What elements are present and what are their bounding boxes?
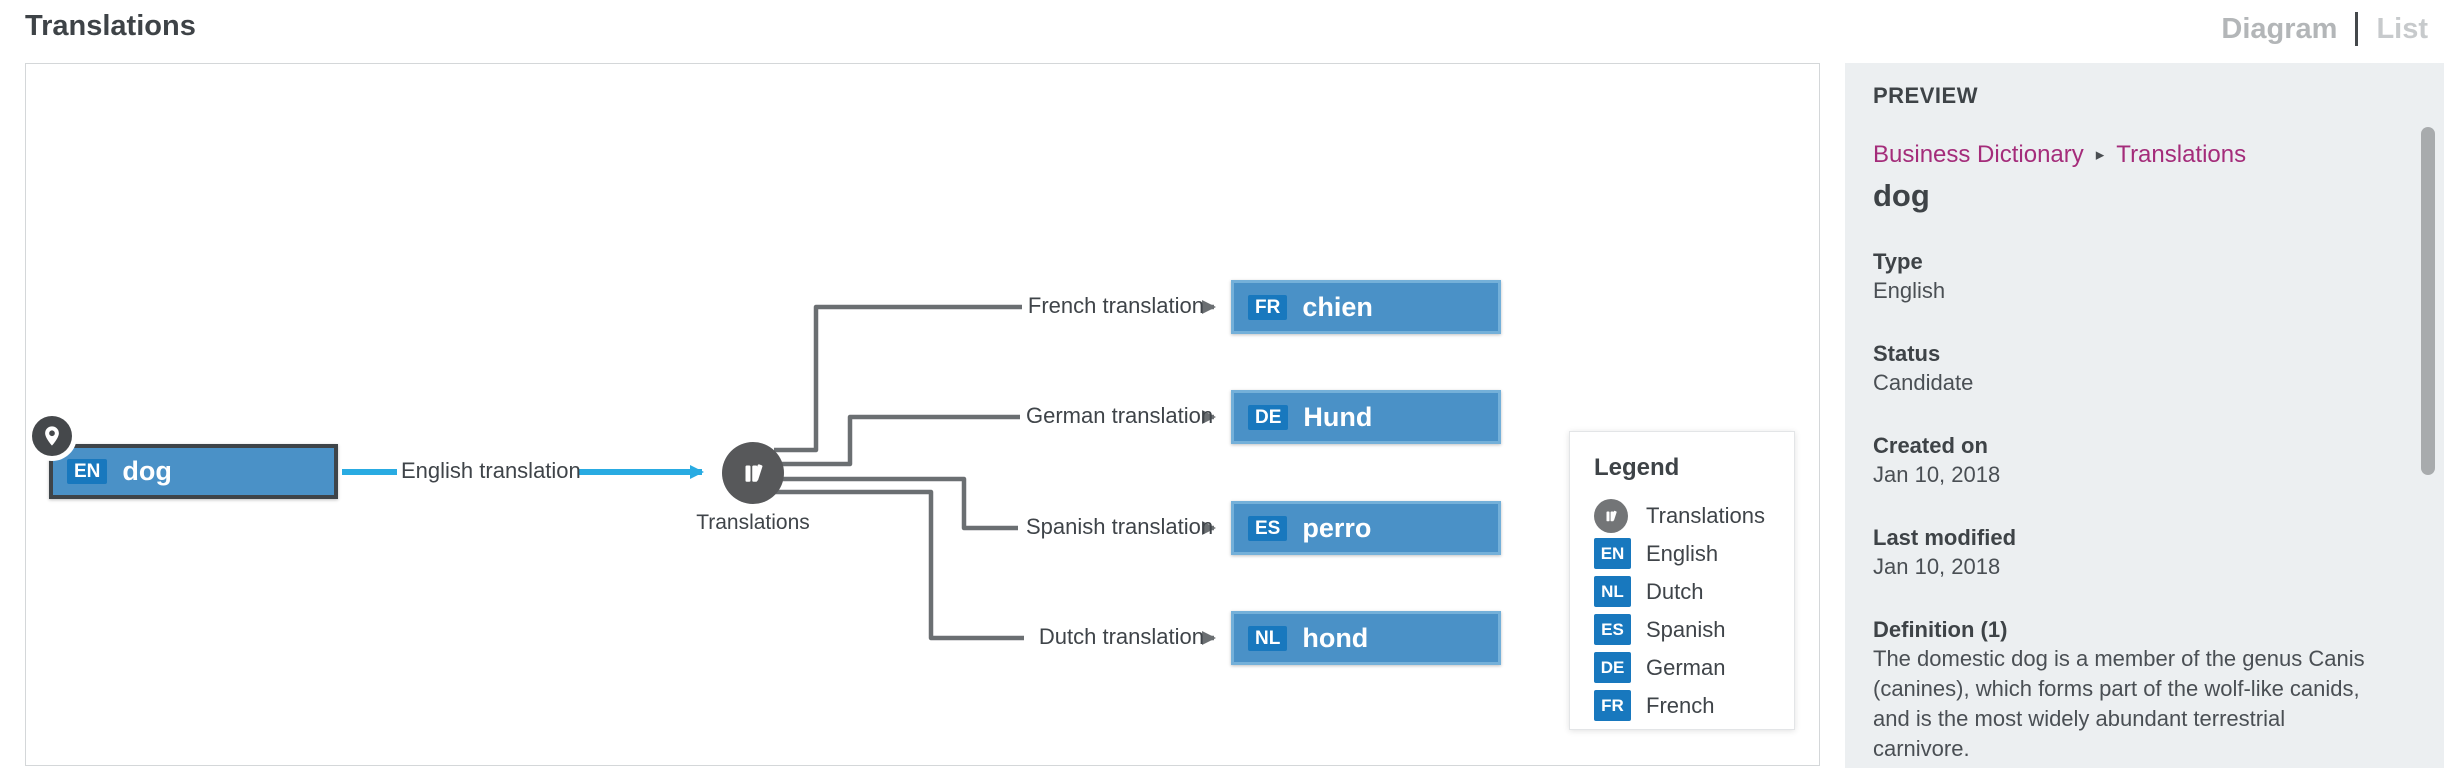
field-created-on: Created on Jan 10, 2018 — [1873, 433, 2001, 487]
lang-badge-nl: NL — [1594, 576, 1631, 607]
lang-badge-de: DE — [1248, 404, 1289, 430]
lang-badge-de: DE — [1594, 652, 1631, 683]
asset-node-hond[interactable]: NL hond — [1231, 611, 1501, 665]
lang-badge-en: EN — [67, 459, 108, 484]
preview-panel: PREVIEW Business Dictionary ▸ Translatio… — [1845, 63, 2444, 768]
field-type: Type English — [1873, 249, 1946, 303]
map-pin-icon — [32, 416, 72, 456]
edge-label-dutch: Dutch translation — [1038, 624, 1204, 649]
asset-term: dog — [122, 456, 172, 486]
legend-item-dutch: NL Dutch — [1594, 576, 1794, 607]
tab-list[interactable]: List — [2376, 12, 2428, 45]
preview-title: PREVIEW — [1873, 83, 1978, 108]
tab-diagram[interactable]: Diagram — [2221, 12, 2338, 45]
page-title: Translations — [25, 10, 196, 42]
books-icon — [745, 464, 763, 482]
connector-lines — [342, 300, 1216, 645]
field-last-modified: Last modified Jan 10, 2018 — [1873, 525, 2017, 579]
toggle-separator — [2355, 12, 2359, 46]
breadcrumb-separator-icon: ▸ — [2095, 145, 2105, 164]
legend-title: Legend — [1594, 454, 1680, 481]
legend-item-german: DE German — [1594, 652, 1794, 683]
asset-node-dog[interactable]: EN dog — [49, 444, 338, 499]
translations-hub-node[interactable] — [722, 442, 784, 504]
asset-term: perro — [1302, 512, 1372, 543]
edge-label-french: French translation — [1027, 293, 1204, 318]
field-definition: Definition (1) The domestic dog is a mem… — [1873, 617, 2365, 761]
asset-term: chien — [1302, 291, 1373, 322]
lang-badge-es: ES — [1594, 614, 1631, 645]
preview-asset-name: dog — [1873, 178, 1930, 213]
asset-term: Hund — [1303, 401, 1373, 432]
sidebar-scrollbar-thumb[interactable] — [2421, 127, 2435, 475]
asset-node-hund[interactable]: DE Hund — [1231, 390, 1501, 444]
lang-badge-fr: FR — [1594, 690, 1631, 721]
edge-label-english: English translation — [401, 458, 581, 483]
legend-item-translations: Translations — [1594, 498, 1794, 533]
legend-panel: Legend Translations EN English — [1569, 431, 1795, 730]
legend-item-english: EN English — [1594, 538, 1794, 569]
legend-item-french: FR French — [1594, 690, 1794, 721]
asset-term: hond — [1302, 622, 1369, 653]
legend-item-spanish: ES Spanish — [1594, 614, 1794, 645]
view-toggle: Diagram List — [2221, 12, 2428, 46]
breadcrumb-translations[interactable]: Translations — [2116, 141, 2247, 168]
lang-badge-es: ES — [1248, 515, 1288, 541]
lang-badge-fr: FR — [1248, 294, 1288, 320]
diagram-canvas[interactable]: EN dog English translation Translations … — [25, 63, 1820, 766]
breadcrumb-business-dictionary[interactable]: Business Dictionary — [1873, 141, 2084, 168]
lang-badge-nl: NL — [1248, 625, 1288, 651]
asset-node-perro[interactable]: ES perro — [1231, 501, 1501, 555]
hub-label: Translations — [696, 511, 810, 534]
lang-badge-en: EN — [1594, 538, 1631, 569]
field-status: Status Candidate — [1873, 341, 1974, 395]
edge-label-spanish: Spanish translation — [1026, 514, 1214, 539]
edge-label-german: German translation — [1026, 403, 1214, 428]
asset-node-chien[interactable]: FR chien — [1231, 280, 1501, 334]
breadcrumb: Business Dictionary ▸ Translations — [1873, 141, 2414, 169]
books-circle-icon — [1594, 498, 1628, 533]
